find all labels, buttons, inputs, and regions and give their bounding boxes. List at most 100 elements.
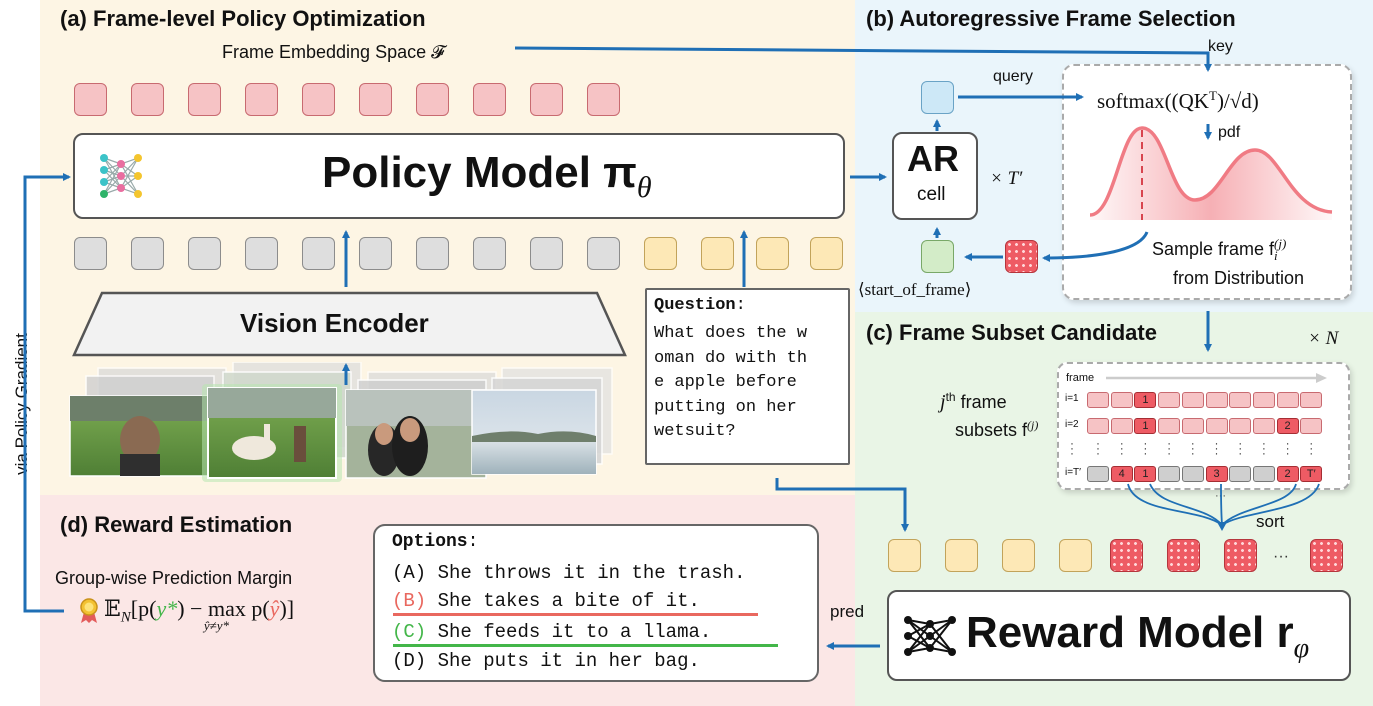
subset-cell — [1252, 466, 1275, 482]
option-b: (B) She takes a bite of it. — [392, 590, 700, 612]
subset-cell — [1300, 418, 1323, 434]
subset-cell — [1087, 418, 1109, 434]
reward-model-text: Reward Model r — [966, 608, 1294, 657]
jth-th: th — [945, 390, 956, 404]
subsets-sup: (j) — [1027, 418, 1039, 432]
policy-model-label: Policy Model πθ — [322, 148, 652, 205]
subset-cell — [1181, 418, 1204, 434]
subset-cell — [1158, 466, 1181, 482]
subset-cell — [1181, 392, 1204, 408]
visual-token — [74, 237, 107, 270]
candidate-text-token — [945, 539, 978, 572]
question-line: e apple before — [654, 373, 797, 392]
times-t-prime: × T′ — [990, 168, 1023, 189]
start-of-frame-label: ⟨start_of_frame⟩ — [858, 280, 972, 299]
subset-cell: 2 — [1276, 418, 1299, 434]
formula-part: p( — [245, 596, 270, 621]
subset-vertical-ellipsis: ··· — [1096, 436, 1100, 460]
visual-token — [530, 237, 563, 270]
award-icon — [78, 598, 100, 624]
reward-model-label: Reward Model rφ — [966, 608, 1309, 665]
formula-part: [p( — [130, 596, 157, 621]
embedding-token — [245, 83, 278, 116]
text-token — [756, 237, 789, 270]
subset-cell — [1205, 418, 1228, 434]
sort-label: sort — [1256, 512, 1285, 531]
policy-model-subscript: θ — [636, 170, 652, 204]
candidate-frame-token — [1167, 539, 1200, 572]
group-margin-label: Group-wise Prediction Margin — [55, 568, 293, 588]
visual-token — [587, 237, 620, 270]
options-label: Options: — [392, 532, 478, 552]
subset-cell: 4 — [1110, 466, 1133, 482]
subset-vertical-ellipsis: ··· — [1143, 436, 1148, 460]
subset-vertical-ellipsis: ··· — [1070, 436, 1074, 460]
candidate-frame-token — [1310, 539, 1343, 572]
subset-cell — [1229, 466, 1252, 482]
reward-model-box — [887, 590, 1351, 681]
subset-vertical-ellipsis: ··· — [1119, 436, 1124, 460]
question-line: What does the w — [654, 324, 808, 343]
embedding-token — [302, 83, 335, 116]
ar-cell-box — [892, 132, 978, 220]
from-distribution-label: from Distribution — [1173, 268, 1305, 288]
visual-token — [188, 237, 221, 270]
subset-vertical-ellipsis: ··· — [1285, 436, 1290, 460]
subset-cell: 1 — [1134, 418, 1157, 434]
subset-cell — [1158, 418, 1181, 434]
distribution-box — [1062, 64, 1352, 300]
pred-label: pred — [830, 602, 865, 621]
visual-token — [473, 237, 506, 270]
subset-vertical-ellipsis: ··· — [1238, 436, 1243, 460]
ar-cell-label: AR — [907, 138, 959, 179]
times-n: × N — [1308, 328, 1339, 349]
formula-expectation: 𝔼 — [104, 596, 121, 621]
sample-sub: i — [1274, 248, 1278, 263]
options-box — [373, 524, 819, 682]
subset-vertical-ellipsis: ··· — [1190, 436, 1195, 460]
subset-cell — [1181, 466, 1204, 482]
subsets-label: subsets f(j) — [955, 418, 1038, 441]
subset-row-label: i=T′ — [1065, 467, 1082, 478]
jth-frame-text: frame — [955, 392, 1007, 412]
subset-cell: 2 — [1276, 466, 1299, 482]
text-token — [810, 237, 843, 270]
neural-network-icon — [96, 150, 146, 202]
query-label: query — [993, 68, 1034, 85]
query-token — [921, 81, 954, 114]
visual-token — [359, 237, 392, 270]
question-line: wetsuit? — [654, 422, 736, 441]
subset-cell: 3 — [1205, 466, 1228, 482]
formula-yhat: ŷ — [269, 596, 280, 621]
subset-cell — [1087, 466, 1109, 482]
candidate-text-token — [888, 539, 921, 572]
subset-row-label: i=1 — [1065, 393, 1079, 404]
option-a-key: (A) — [392, 562, 427, 584]
subset-cell — [1229, 392, 1252, 408]
softmax-sup: T — [1208, 88, 1217, 103]
text-token — [701, 237, 734, 270]
subset-cell: T′ — [1300, 466, 1323, 482]
question-label-text: Question — [654, 296, 736, 315]
option-c-text: She feeds it to a llama. — [437, 621, 712, 643]
sample-sup: (j) — [1274, 236, 1287, 251]
subset-cell: 1 — [1134, 392, 1157, 408]
vision-encoder-label: Vision Encoder — [240, 308, 429, 338]
via-policy-gradient-label: via Policy Gradient — [12, 333, 31, 475]
panel-d-title: (d) Reward Estimation — [60, 512, 293, 537]
reward-model-subscript: φ — [1293, 632, 1310, 664]
vision-encoder-block — [72, 291, 627, 357]
start-token — [921, 240, 954, 273]
ar-cell-sublabel: cell — [917, 184, 946, 205]
candidate-frame-token — [1110, 539, 1143, 572]
subset-cell — [1087, 392, 1109, 408]
visual-token — [302, 237, 335, 270]
formula-part: ) − max — [177, 596, 246, 621]
sampled-frame-token — [1005, 240, 1038, 273]
options-colon: : — [467, 532, 479, 552]
formula-max-sub: ŷ≠y* — [203, 618, 230, 633]
embedding-token — [359, 83, 392, 116]
subset-cell — [1110, 392, 1133, 408]
